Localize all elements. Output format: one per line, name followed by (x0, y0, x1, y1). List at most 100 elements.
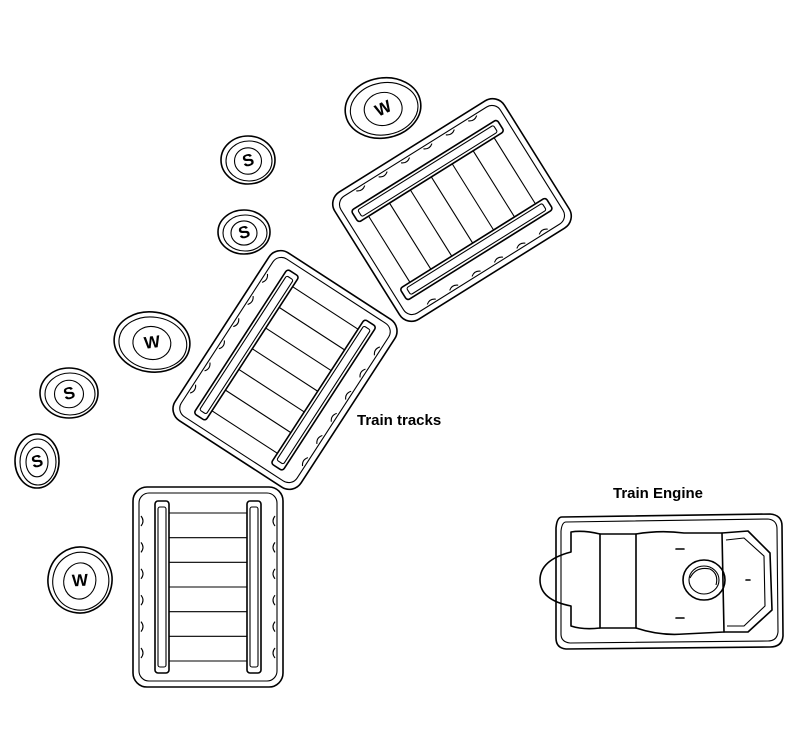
token-s: S (14, 433, 60, 489)
track-sleeper (238, 368, 305, 413)
track-notch (400, 157, 411, 164)
track-notch (445, 129, 455, 136)
token-s: S (217, 209, 271, 255)
token-w: W (113, 311, 191, 373)
token-inner-outline (225, 140, 273, 182)
token-inner-outline (52, 551, 110, 611)
track-sleeper (292, 286, 359, 330)
track-notch (378, 171, 388, 178)
track-notch (261, 273, 269, 283)
track-rail (271, 319, 376, 471)
track-notch (345, 390, 352, 400)
track-sleeper (409, 189, 453, 257)
token-letter: S (61, 383, 77, 404)
track-notch (468, 115, 478, 122)
token-outline (217, 209, 271, 255)
track-sleeper (368, 215, 411, 283)
token-center-ring (230, 220, 258, 246)
track-rail-inner (357, 125, 498, 217)
track-sleeper (278, 306, 345, 351)
track-notch (356, 185, 366, 192)
track-notch (189, 384, 197, 394)
token-center-ring (63, 562, 97, 600)
track-sleeper (389, 202, 432, 270)
track-notch (247, 296, 254, 306)
track-notch (272, 647, 276, 659)
token-inner-outline (118, 316, 188, 370)
track-notch (140, 568, 144, 580)
track-rail-inner (157, 506, 167, 668)
track-rail (154, 500, 170, 674)
token-s: S (220, 135, 276, 185)
track-sleeper (225, 389, 292, 434)
track-sleeper (493, 137, 536, 205)
track-notch (272, 542, 276, 553)
track-rail (246, 500, 262, 674)
track-piece (172, 249, 398, 491)
track-sleeper (430, 176, 474, 244)
track-notch (330, 412, 337, 422)
token-letter: W (72, 571, 90, 591)
token-outline (113, 311, 191, 373)
token-center-ring (132, 325, 172, 361)
track-notch (204, 362, 211, 372)
token-outline (39, 367, 99, 419)
train-engine (539, 513, 784, 650)
track-sleeper (251, 348, 319, 392)
token-inner-outline (222, 214, 268, 252)
track-notch (272, 621, 276, 632)
token-inner-outline (44, 372, 96, 416)
token-center-ring (363, 91, 403, 127)
track-inner-outline (138, 492, 278, 682)
track-sleeper (211, 410, 278, 454)
track-sleeper (265, 327, 332, 372)
train-tracks-group (132, 97, 573, 688)
token-letter: S (240, 150, 256, 171)
track-notch (538, 228, 548, 235)
track-inner-outline (179, 256, 391, 484)
track-notch (140, 515, 144, 527)
token-center-ring (25, 446, 49, 478)
token-inner-outline (349, 81, 419, 136)
track-rail-inner (249, 506, 259, 668)
track-rail-inner (276, 325, 371, 465)
token-center-ring (53, 379, 85, 409)
token-outline (47, 546, 113, 614)
token-outline (344, 76, 422, 140)
track-notch (272, 594, 276, 606)
track-sleeper (472, 150, 515, 218)
track-notch (423, 143, 433, 150)
tokens-group: W S S W S S W (14, 76, 422, 614)
token-inner-outline (19, 438, 57, 486)
track-notch (218, 340, 225, 350)
token-w: W (47, 546, 113, 614)
token-letter: W (372, 96, 395, 120)
track-notch (301, 457, 309, 467)
track-notch (233, 318, 240, 328)
track-notch (316, 434, 323, 444)
track-notch (140, 594, 144, 606)
track-notch (272, 515, 276, 527)
token-s: S (39, 367, 99, 419)
track-notch (516, 242, 526, 249)
track-outline (172, 249, 398, 491)
train-engine-label: Train Engine (613, 485, 704, 502)
track-notch (493, 256, 504, 263)
token-letter: S (29, 451, 45, 472)
track-notch (359, 368, 366, 378)
track-sleeper (451, 163, 495, 231)
track-notch (140, 542, 144, 553)
train-tracks-label: Train tracks (357, 412, 442, 429)
track-notch (373, 346, 381, 356)
track-outline (132, 486, 284, 688)
token-letter: S (236, 222, 252, 243)
track-piece (331, 97, 573, 323)
token-w: W (344, 76, 422, 140)
track-rail-inner (199, 275, 294, 415)
track-notch (140, 621, 144, 632)
token-letter: W (143, 332, 162, 353)
track-notch (272, 568, 276, 580)
track-inner-outline (338, 104, 566, 316)
track-notch (426, 298, 436, 305)
